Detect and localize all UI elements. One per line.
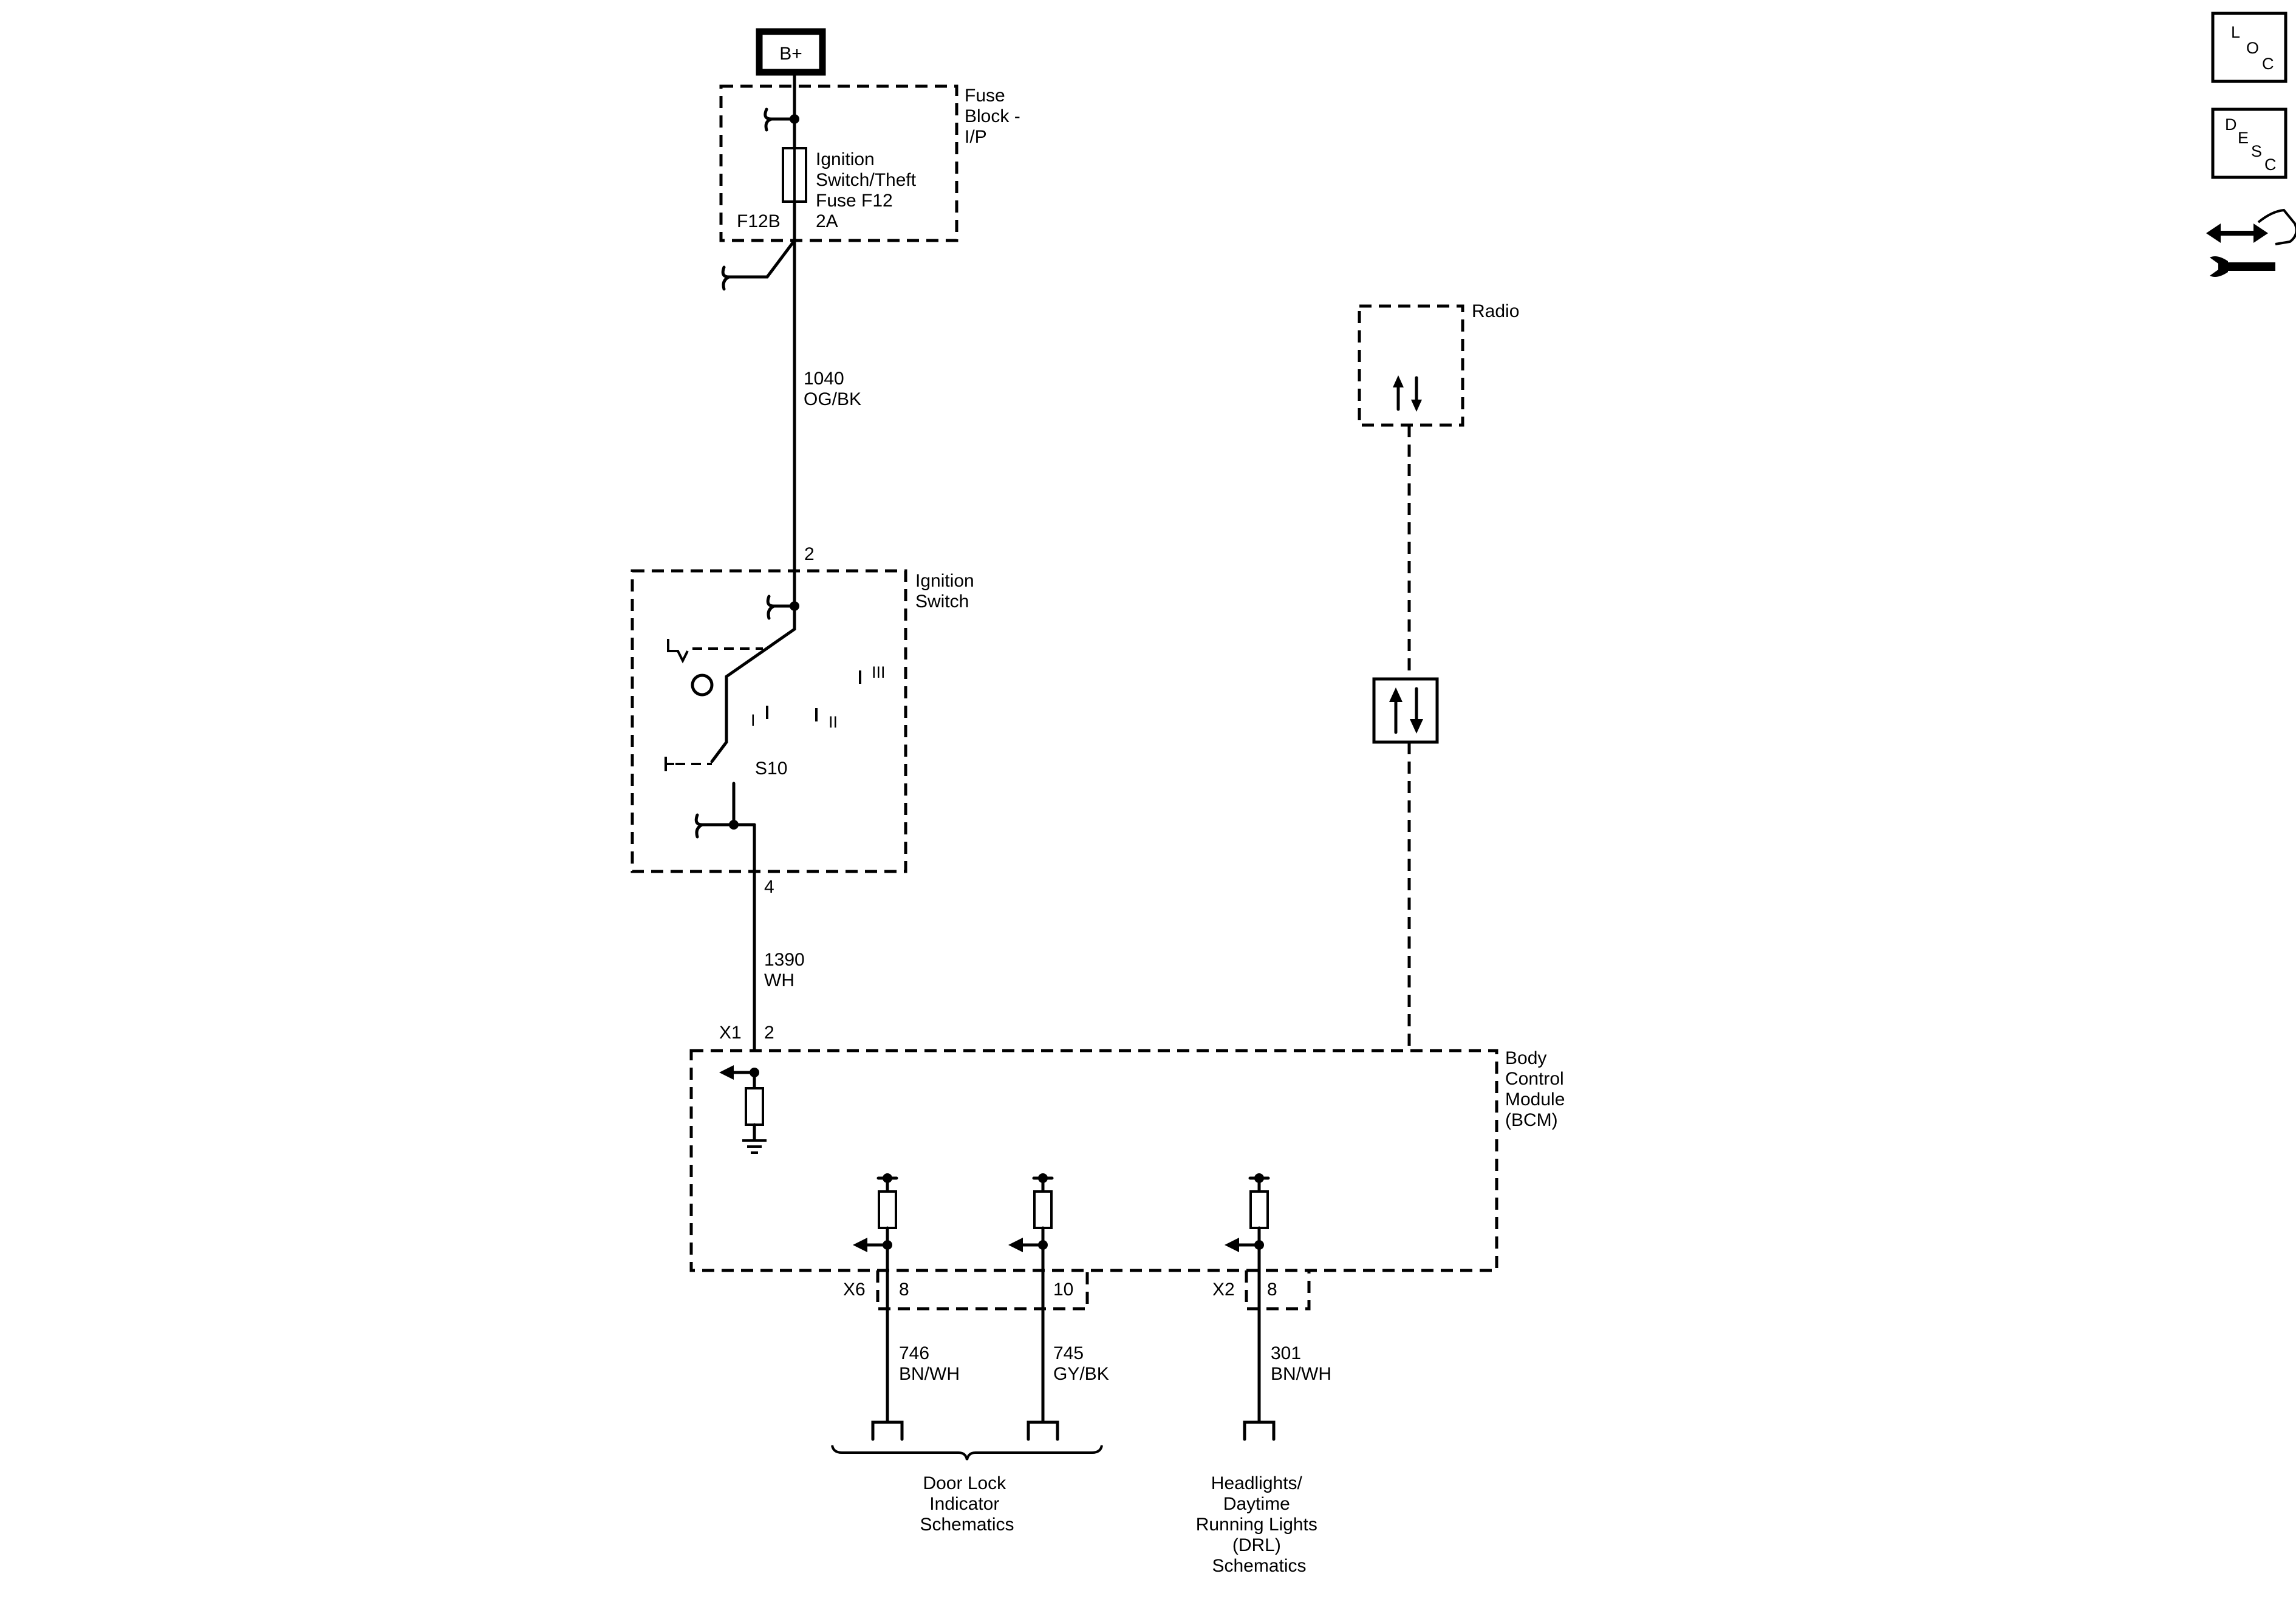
ignition-switch-name: Ignition Switch — [915, 571, 979, 612]
bcm-output-x6-10 — [1008, 1173, 1054, 1272]
fuse-block-ip: Fuse Block - I/P Ignition Switch/Theft F… — [719, 70, 1025, 242]
reference-terminator-745 — [1027, 1420, 1059, 1441]
desc-button[interactable]: D E S C — [2211, 107, 2287, 179]
output-3-pin: 8 — [1267, 1280, 1277, 1300]
loc-letter-c: C — [2262, 55, 2274, 73]
switch-position-3: III — [872, 663, 886, 681]
door-lock-brace — [831, 1445, 1103, 1461]
desc-letter-d: D — [2225, 115, 2237, 134]
fuse-block-name: Fuse Block - I/P — [965, 86, 1025, 147]
serial-data-symbol — [1372, 677, 1439, 744]
loc-button[interactable]: L O C — [2211, 12, 2287, 83]
output-1-connector: X6 — [843, 1280, 866, 1300]
desc-letter-c: C — [2264, 155, 2277, 174]
wire-745-label: 745 GY/BK — [1053, 1343, 1109, 1384]
wire-1390-label: 1390 WH — [764, 950, 810, 990]
bcm-input-pin: 2 — [764, 1023, 774, 1043]
bcm-name: Body Control Module (BCM) — [1505, 1048, 1570, 1130]
output-3-connector: X2 — [1212, 1280, 1235, 1300]
fuse-terminal-label: F12B — [737, 211, 781, 231]
wire-746-label: 746 BN/WH — [899, 1343, 960, 1384]
ignition-switch: Ignition Switch 2 I II III S10 — [630, 544, 979, 873]
battery-positive-source: B+ — [756, 28, 826, 76]
desc-letter-e: E — [2238, 129, 2249, 147]
drl-reference: Headlights/ Daytime Running Lights (DRL)… — [1196, 1473, 1323, 1576]
bcm-input-connector: X1 — [719, 1023, 742, 1043]
loc-letter-o: O — [2246, 39, 2259, 57]
loc-letter-l: L — [2231, 23, 2240, 41]
switch-position-2: II — [829, 713, 838, 731]
desc-letter-s: S — [2251, 142, 2262, 160]
radio-module: Radio — [1358, 301, 1519, 427]
reference-terminator-746 — [871, 1420, 904, 1441]
ignition-pin-4: 4 — [764, 877, 774, 897]
switch-pivot — [691, 673, 714, 697]
battery-positive-label: B+ — [779, 44, 802, 64]
output-1-pin: 8 — [899, 1280, 909, 1300]
switch-position-1: I — [751, 711, 756, 729]
door-lock-reference: Door Lock Indicator Schematics — [920, 1473, 1014, 1535]
ground-icon — [742, 1139, 767, 1154]
bcm-output-x6-8 — [853, 1173, 898, 1272]
reference-terminator-301 — [1243, 1420, 1276, 1441]
ignition-pin-2: 2 — [804, 544, 815, 564]
output-2-pin: 10 — [1053, 1280, 1073, 1300]
fuse-description: Ignition Switch/Theft Fuse F12 2A — [816, 149, 921, 231]
bcm-output-x2-8 — [1225, 1173, 1270, 1272]
radio-name: Radio — [1472, 301, 1519, 321]
switch-part-label: S10 — [755, 759, 787, 779]
body-control-module: Body Control Module (BCM) — [689, 1048, 1570, 1272]
diagnostic-repair-icon[interactable] — [2206, 208, 2296, 277]
bcm-input-circuit — [719, 1065, 767, 1154]
wire-1040-label: 1040 OG/BK — [804, 369, 861, 409]
wire-301-label: 301 BN/WH — [1271, 1343, 1331, 1384]
